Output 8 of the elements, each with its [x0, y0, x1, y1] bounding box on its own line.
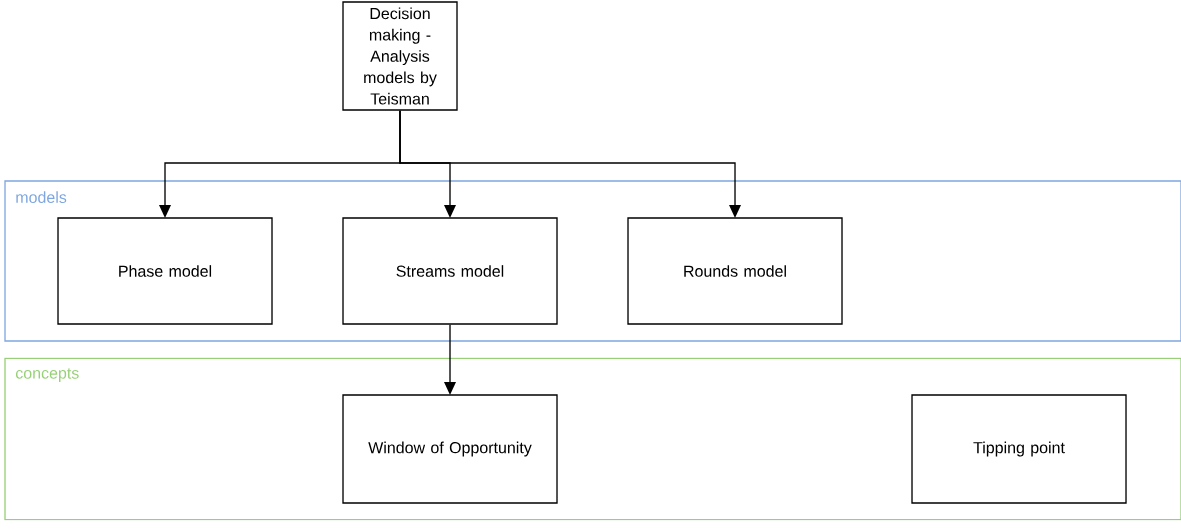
- process-box: Tipping point: [911, 394, 1127, 504]
- arrow: [399, 110, 741, 218]
- process-box: Phase model: [57, 217, 273, 325]
- arrow: [444, 324, 456, 395]
- process-box: Rounds model: [627, 217, 843, 325]
- process-box: Decision making - Analysis models by Teisman: [342, 1, 458, 111]
- process-box: Streams model: [342, 217, 558, 325]
- process-box: Window of Opportunity: [342, 394, 558, 504]
